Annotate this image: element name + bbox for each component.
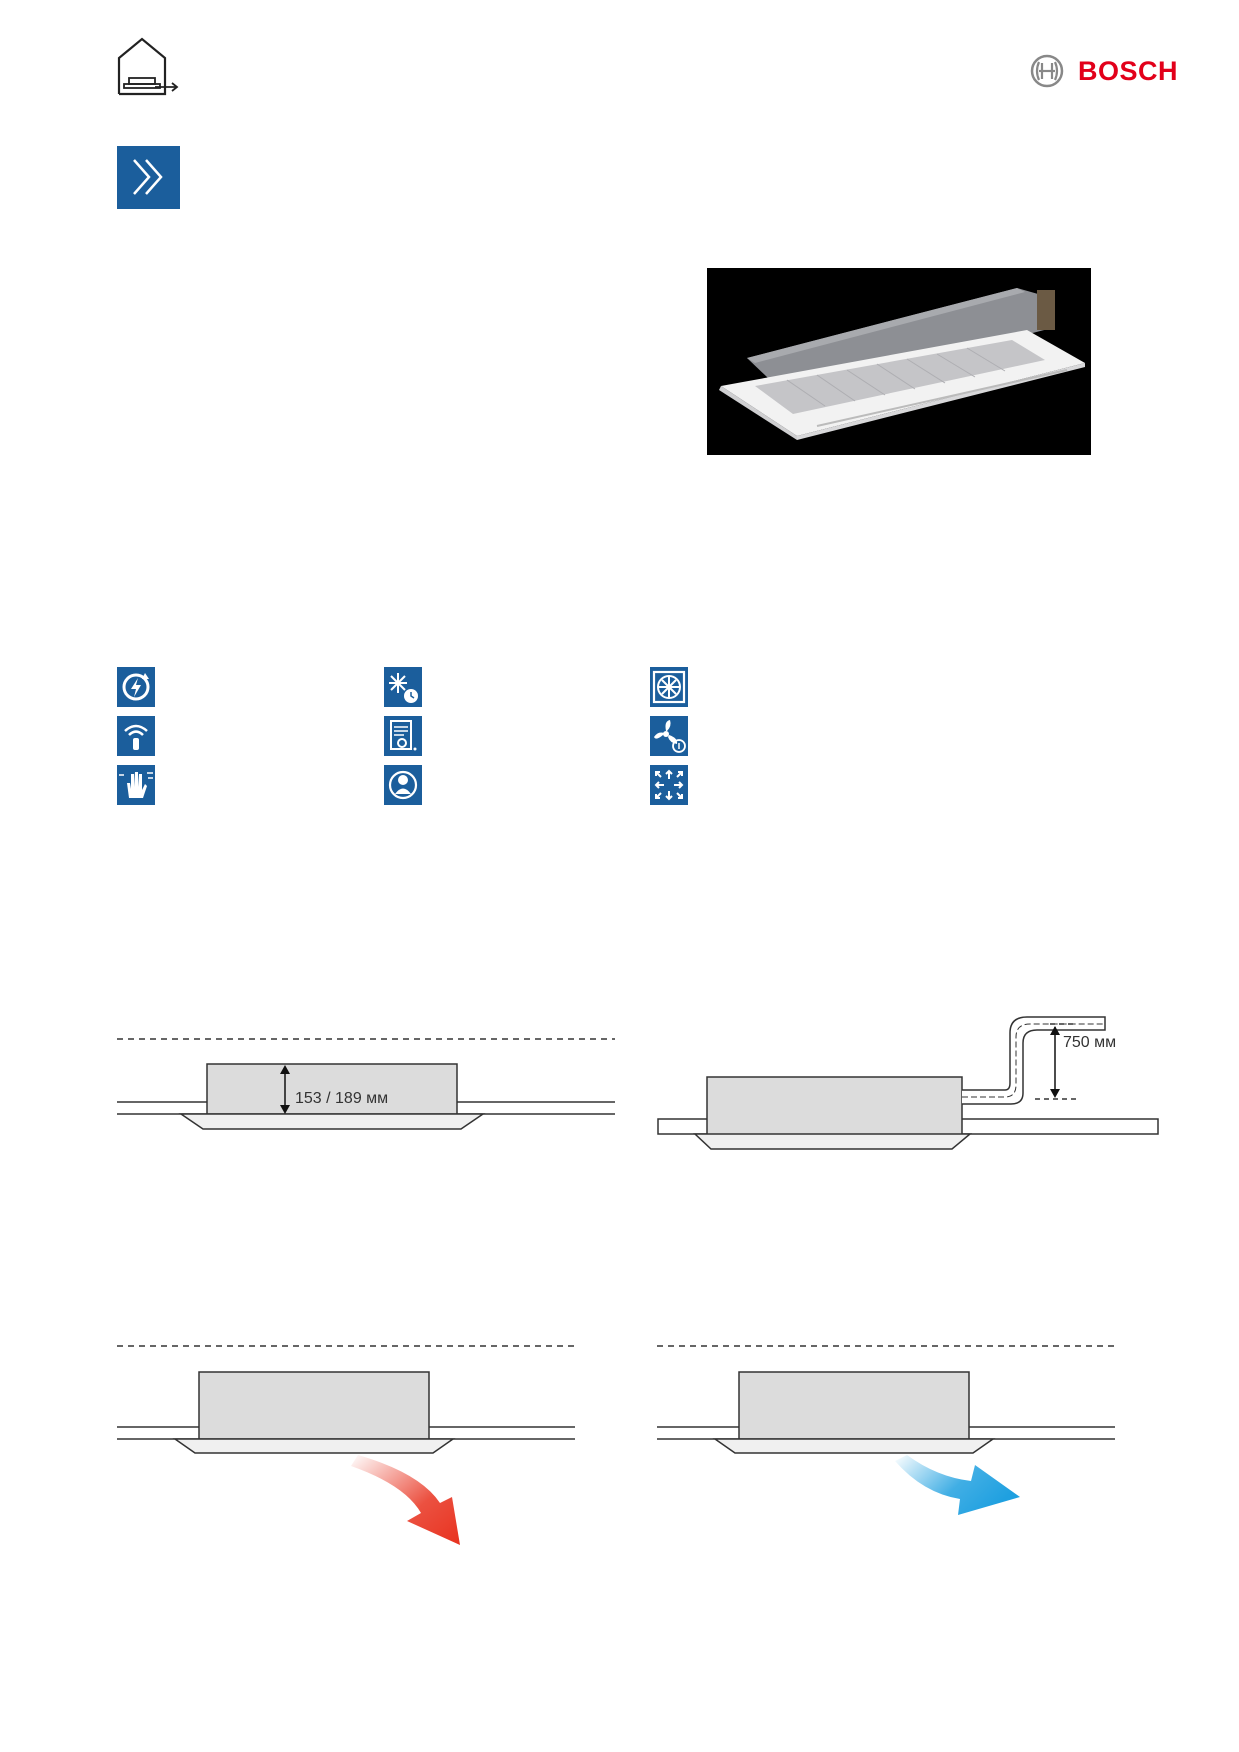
- fan-square-icon: [650, 667, 688, 707]
- heating-airflow-diagram: [117, 1345, 575, 1545]
- next-section-button[interactable]: [117, 146, 180, 209]
- drain-pump-diagram: [657, 1016, 1159, 1150]
- bosch-armature-icon: [1030, 54, 1064, 88]
- pump-height-label: 750 мм: [1063, 1034, 1117, 1051]
- double-chevron-right-icon: [133, 159, 163, 195]
- energy-recycle-icon: [117, 667, 155, 707]
- one-way-cassette-photo: [707, 268, 1091, 455]
- fan-speed-icon: [650, 716, 688, 756]
- document-settings-icon: [384, 716, 422, 756]
- brand-logo: BOSCH: [1030, 52, 1180, 92]
- multi-direction-airflow-icon: [650, 765, 688, 805]
- cooling-airflow-diagram: [657, 1345, 1115, 1515]
- wifi-remote-icon: [117, 716, 155, 756]
- user-circle-icon: [384, 765, 422, 805]
- height-diagram: [117, 1038, 615, 1130]
- brand-name: BOSCH: [1078, 56, 1179, 86]
- product-photo: [707, 268, 1091, 455]
- hand-air-icon: [117, 765, 155, 805]
- height-label: 153 / 189 мм: [295, 1090, 389, 1107]
- ceiling-unit-house-icon: [117, 37, 179, 96]
- defrost-timer-icon: [384, 667, 422, 707]
